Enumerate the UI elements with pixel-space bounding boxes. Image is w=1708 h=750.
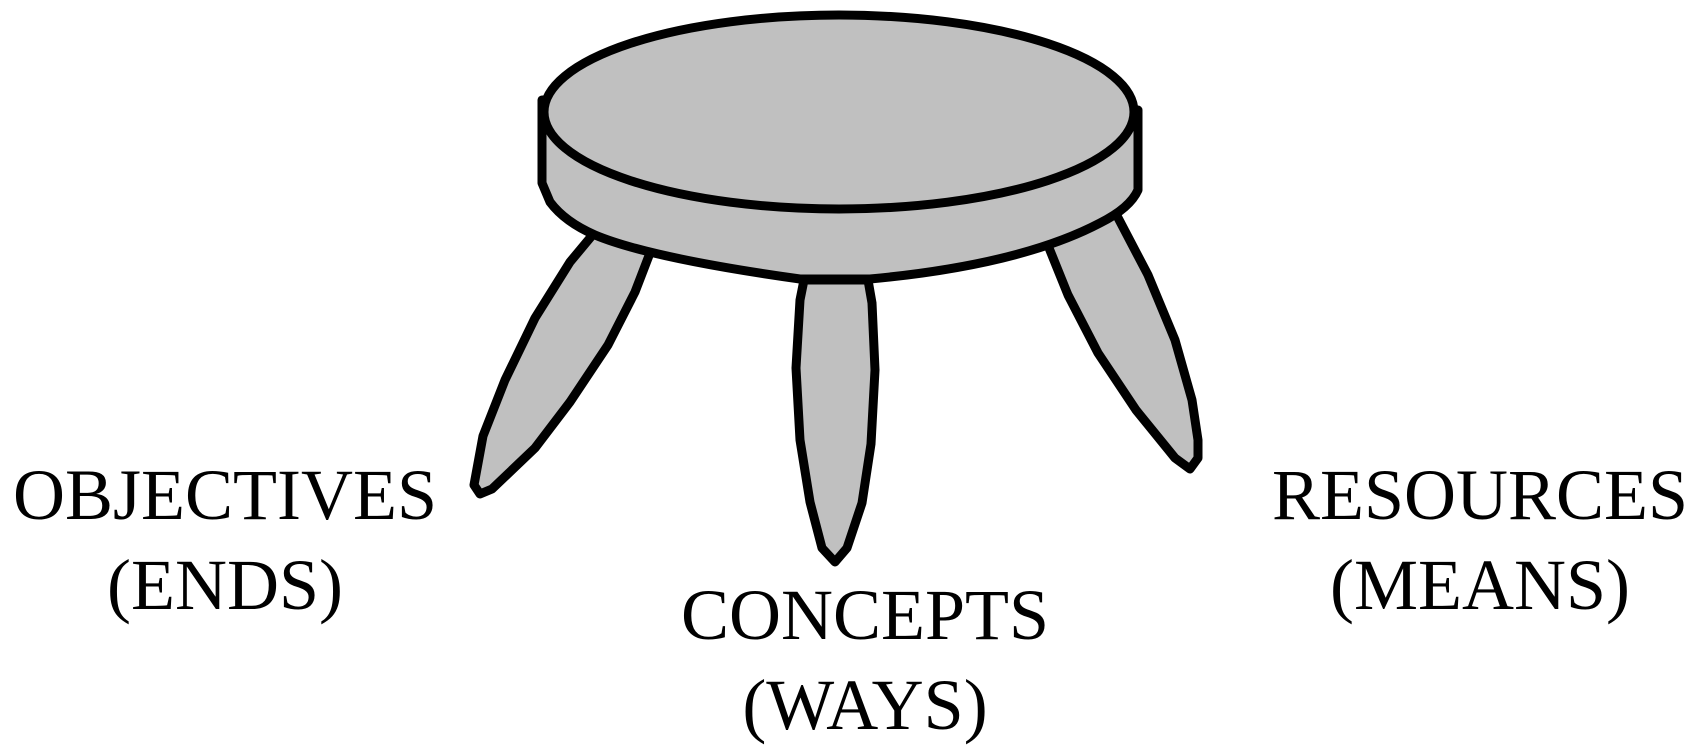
resources-title: RESOURCES — [1255, 450, 1705, 540]
label-resources: RESOURCES (MEANS) — [1255, 450, 1705, 630]
label-objectives: OBJECTIVES (ENDS) — [0, 450, 450, 630]
concepts-title: CONCEPTS — [640, 570, 1090, 660]
stool-leg-middle — [796, 280, 875, 562]
stool-leg-left — [474, 232, 655, 494]
objectives-subtitle: (ENDS) — [0, 540, 450, 630]
objectives-title: OBJECTIVES — [0, 450, 450, 540]
resources-subtitle: (MEANS) — [1255, 540, 1705, 630]
label-concepts: CONCEPTS (WAYS) — [640, 570, 1090, 750]
concepts-subtitle: (WAYS) — [640, 660, 1090, 750]
stool-seat-top — [544, 15, 1134, 209]
